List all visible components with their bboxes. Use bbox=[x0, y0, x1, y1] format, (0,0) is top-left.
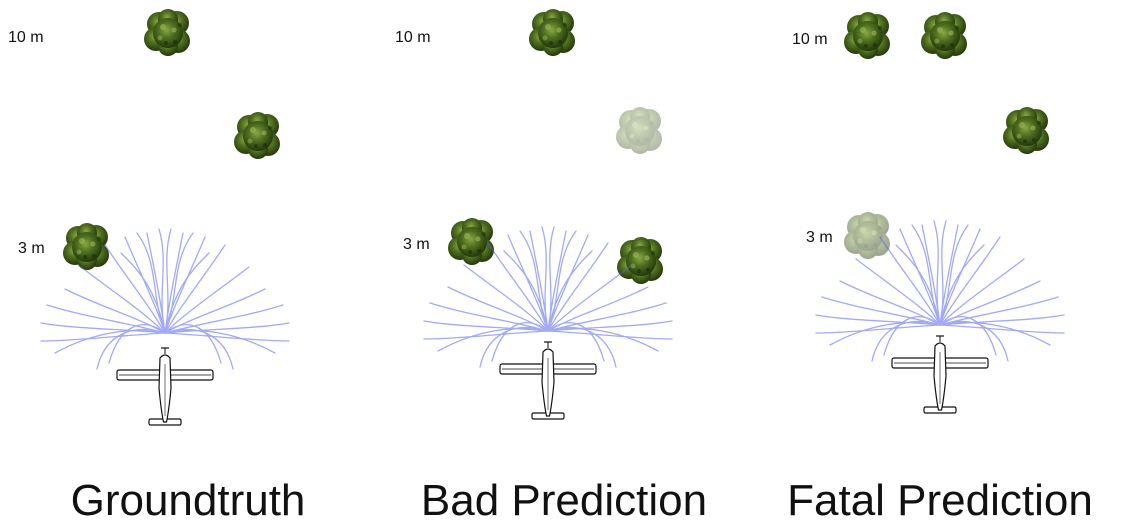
tree-icon bbox=[616, 107, 662, 154]
panel-fatal-prediction: 10 m 3 m bbox=[792, 12, 1065, 414]
distance-label-3m: 3 m bbox=[403, 236, 430, 253]
tree-icon bbox=[1003, 107, 1049, 154]
airplane-icon bbox=[891, 335, 989, 414]
tree-icon bbox=[234, 112, 280, 159]
distance-label-3m: 3 m bbox=[806, 229, 833, 246]
distance-label-10m: 10 m bbox=[8, 29, 44, 46]
caption-groundtruth: Groundtruth bbox=[70, 476, 306, 525]
tree-icon bbox=[63, 223, 109, 270]
tree-icon bbox=[448, 218, 494, 265]
tree-icon bbox=[617, 237, 663, 284]
caption-fatal-prediction: Fatal Prediction bbox=[787, 476, 1093, 525]
panel-groundtruth: 10 m 3 m bbox=[8, 9, 290, 426]
tree-icon bbox=[844, 12, 890, 59]
airplane-icon bbox=[499, 341, 597, 420]
tree-icon bbox=[844, 212, 890, 259]
tree-icon bbox=[144, 9, 190, 56]
distance-label-10m: 10 m bbox=[792, 31, 828, 48]
caption-bad-prediction: Bad Prediction bbox=[420, 476, 708, 525]
distance-label-3m: 3 m bbox=[18, 240, 45, 257]
panel-bad-prediction: 10 m 3 m bbox=[395, 9, 673, 420]
tree-icon bbox=[529, 9, 575, 56]
tree-icon bbox=[921, 12, 967, 59]
distance-label-10m: 10 m bbox=[395, 29, 431, 46]
airplane-icon bbox=[116, 347, 214, 426]
